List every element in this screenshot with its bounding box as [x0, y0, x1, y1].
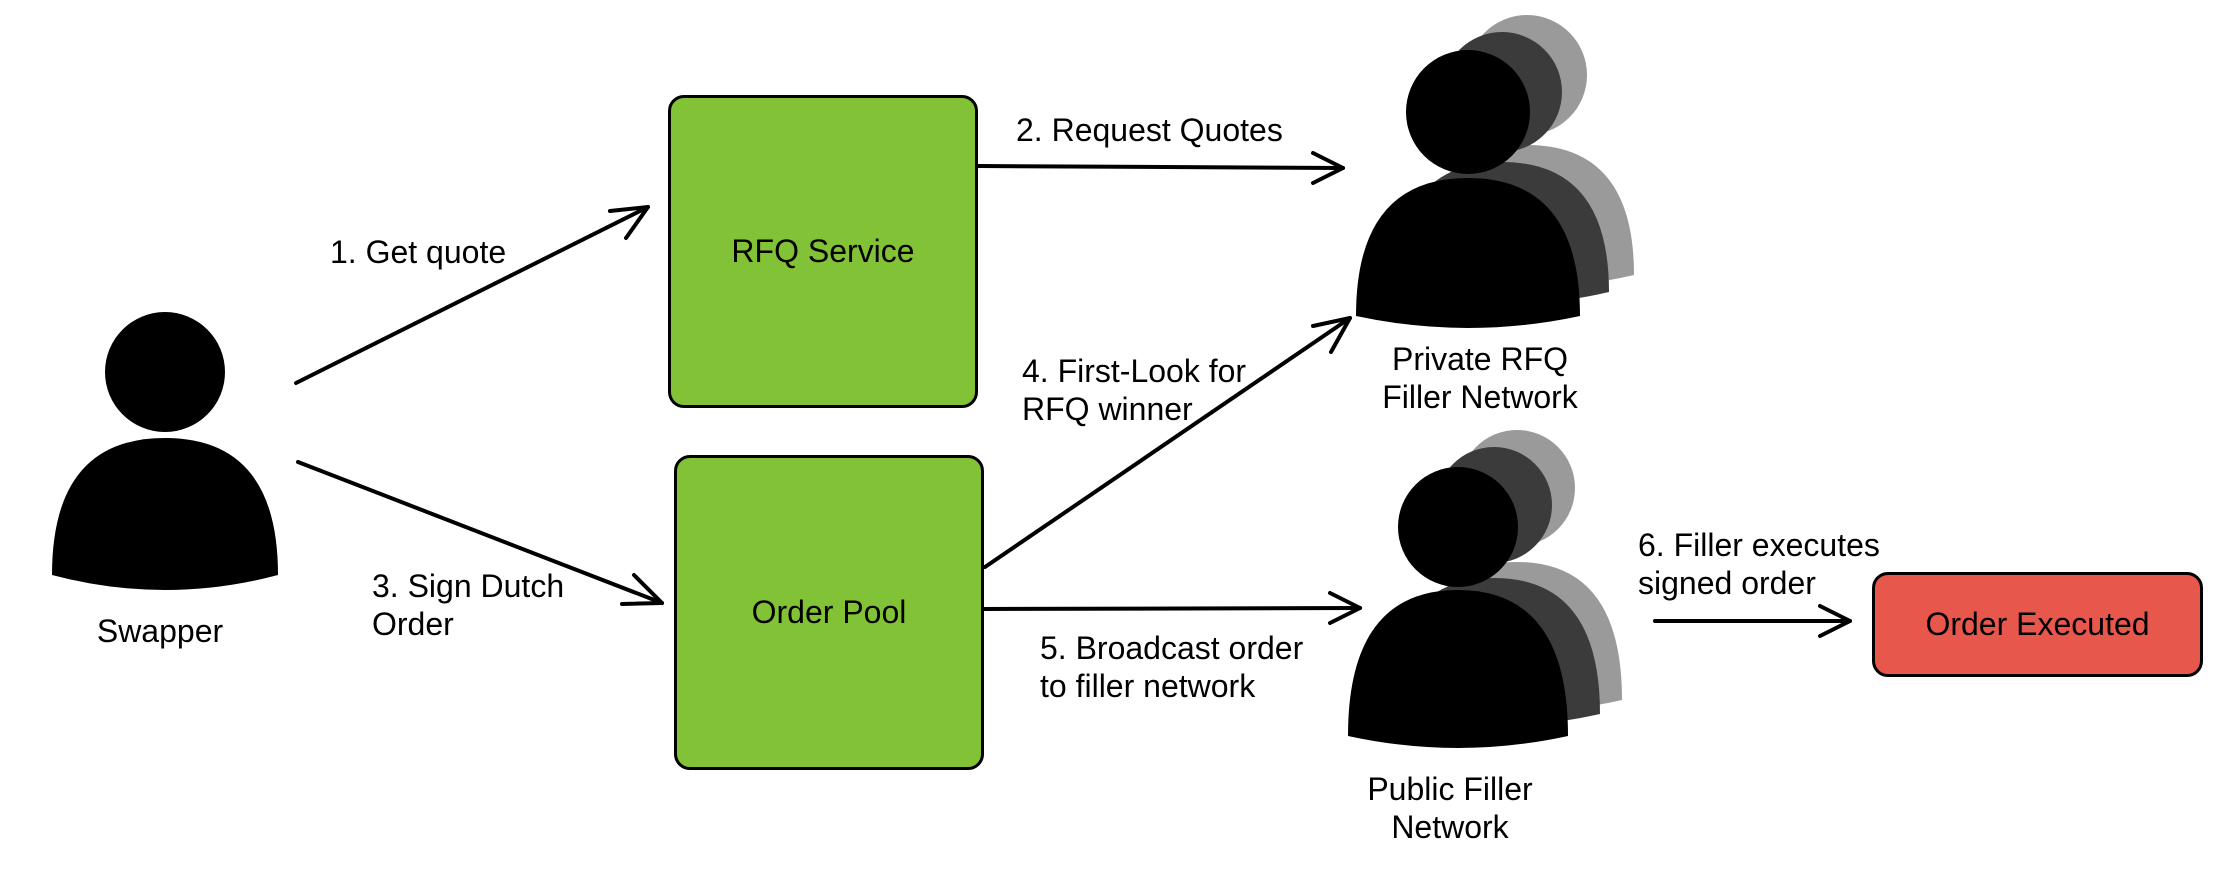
public-network-label: Public Filler Network	[1367, 771, 1533, 845]
arrow-first-look	[983, 316, 1352, 569]
swapper-label: Swapper	[96, 613, 224, 649]
arrow-get-quote	[294, 205, 650, 385]
private-network-group-icon	[1356, 15, 1634, 328]
order-executed-box: Order Executed	[1872, 572, 2203, 677]
arrow-broadcast	[982, 591, 1362, 625]
arrow-sign-order	[296, 460, 664, 606]
edge-label-filler-executes: 6. Filler executes signed order	[1638, 527, 1880, 601]
private-network-label: Private RFQ Filler Network	[1382, 341, 1578, 415]
edge-label-request-quotes: 2. Request Quotes	[1016, 112, 1283, 148]
edge-label-first-look: 4. First-Look for RFQ winner	[1022, 353, 1247, 427]
arrow-request-quotes	[976, 151, 1345, 185]
edge-label-sign-order: 3. Sign Dutch Order	[372, 568, 565, 642]
arrow-filler-executes	[1653, 604, 1852, 638]
public-network-group-icon	[1348, 430, 1622, 748]
swapper-person-icon	[52, 312, 278, 590]
edge-label-broadcast: 5. Broadcast order to filler network	[1040, 630, 1304, 704]
rfq-service-label: RFQ Service	[731, 233, 915, 269]
order-executed-label: Order Executed	[1925, 606, 2150, 642]
order-pool-box: Order Pool	[674, 455, 984, 770]
rfq-service-box: RFQ Service	[668, 95, 978, 408]
edge-label-get-quote: 1. Get quote	[330, 234, 507, 270]
order-pool-label: Order Pool	[751, 594, 907, 630]
